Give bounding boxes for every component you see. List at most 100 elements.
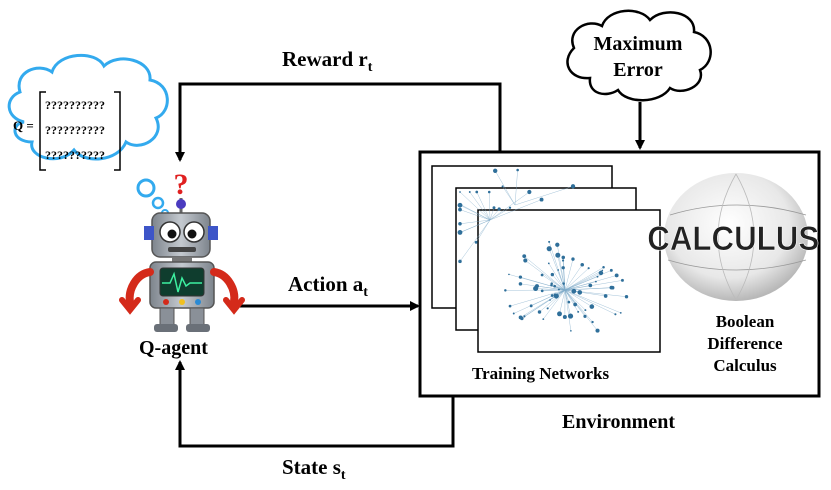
network-node: [474, 240, 478, 244]
matrix-row-2: ??????????: [45, 123, 105, 137]
action-label: Action at: [288, 272, 368, 300]
network-edge: [539, 289, 566, 313]
network-edge: [475, 219, 491, 243]
network-edge: [459, 219, 491, 225]
network-node: [624, 295, 629, 299]
network-node: [567, 313, 574, 319]
network-node: [458, 207, 462, 212]
network-node: [458, 222, 462, 226]
network-node: [589, 304, 595, 309]
network-node: [570, 330, 572, 332]
network-edge: [514, 186, 574, 206]
bdc-line2: Difference: [707, 334, 783, 353]
network-node: [571, 257, 575, 261]
network-edge: [547, 289, 566, 309]
network-edge: [564, 267, 604, 291]
network-node: [557, 288, 560, 291]
network-node: [553, 293, 559, 299]
network-edge: [459, 209, 491, 221]
q-label: Q =: [13, 118, 34, 133]
matrix-bracket-right: [114, 91, 121, 171]
network-node: [553, 284, 557, 288]
network-edge: [564, 268, 589, 291]
network-node: [609, 268, 613, 272]
network-edge: [564, 289, 616, 315]
max-error-line2: Error: [613, 59, 663, 81]
network-edge: [476, 191, 491, 221]
network-node: [550, 294, 554, 297]
network-node: [547, 262, 550, 265]
network-node: [542, 318, 545, 321]
network-edge: [548, 241, 566, 291]
training-networks-label: Training Networks: [472, 364, 609, 383]
network-node: [487, 190, 491, 194]
network-node: [584, 309, 587, 312]
network-node: [567, 300, 571, 304]
network-edge: [564, 259, 574, 291]
network-node: [523, 315, 526, 318]
network-node: [457, 202, 463, 208]
network-node: [562, 282, 565, 285]
network-node: [501, 185, 504, 188]
network-node: [610, 285, 615, 290]
network-node: [621, 278, 624, 282]
network-edge: [559, 289, 566, 314]
network-node: [540, 289, 544, 293]
network-node: [516, 168, 519, 172]
network-node: [508, 206, 512, 209]
max-error-line1: Maximum: [594, 33, 683, 55]
training-network-cards: [431, 165, 661, 353]
network-node: [596, 275, 599, 278]
network-edge: [509, 289, 566, 307]
network-edge: [564, 264, 583, 291]
network-edge: [459, 204, 491, 221]
network-node: [561, 266, 565, 270]
network-edge: [488, 191, 491, 221]
network-node: [548, 240, 551, 243]
network-edge: [542, 289, 566, 292]
network-node: [537, 310, 542, 314]
network-node: [459, 203, 461, 206]
network-node: [539, 197, 544, 202]
network-node: [557, 311, 562, 317]
network-node: [458, 259, 462, 264]
network-node: [546, 246, 552, 252]
agent-label: Q-agent: [139, 337, 208, 359]
network-node: [523, 258, 528, 263]
network-graph-icon: [457, 168, 629, 333]
question-mark: ?: [174, 168, 189, 201]
network-edge: [564, 289, 621, 314]
network-node: [550, 283, 553, 287]
network-edge: [541, 274, 566, 291]
network-edge: [564, 272, 602, 291]
network-node: [457, 230, 463, 235]
network-node: [583, 314, 587, 318]
network-edge: [563, 257, 566, 291]
network-edge: [469, 191, 491, 221]
network-node: [614, 313, 617, 316]
network-edge: [564, 289, 579, 312]
network-edge: [564, 285, 591, 291]
network-edge: [564, 289, 598, 331]
network-node: [518, 282, 523, 286]
network-node: [577, 290, 583, 295]
network-node: [603, 294, 608, 298]
network-node: [555, 252, 561, 258]
network-edge: [489, 208, 500, 221]
network-edge: [489, 207, 495, 221]
network-node: [570, 184, 576, 189]
network-node: [493, 168, 498, 173]
network-edge: [564, 270, 603, 291]
network-node: [573, 302, 578, 307]
network-node: [557, 269, 560, 271]
network-edge: [489, 207, 511, 221]
network-node: [580, 262, 585, 267]
network-node: [518, 275, 523, 279]
network-node: [555, 242, 560, 247]
network-edge: [564, 289, 592, 307]
network-node: [512, 312, 515, 315]
network-node: [522, 254, 527, 259]
network-node: [508, 273, 510, 276]
network-edge: [525, 260, 566, 291]
network-edge: [543, 289, 566, 320]
